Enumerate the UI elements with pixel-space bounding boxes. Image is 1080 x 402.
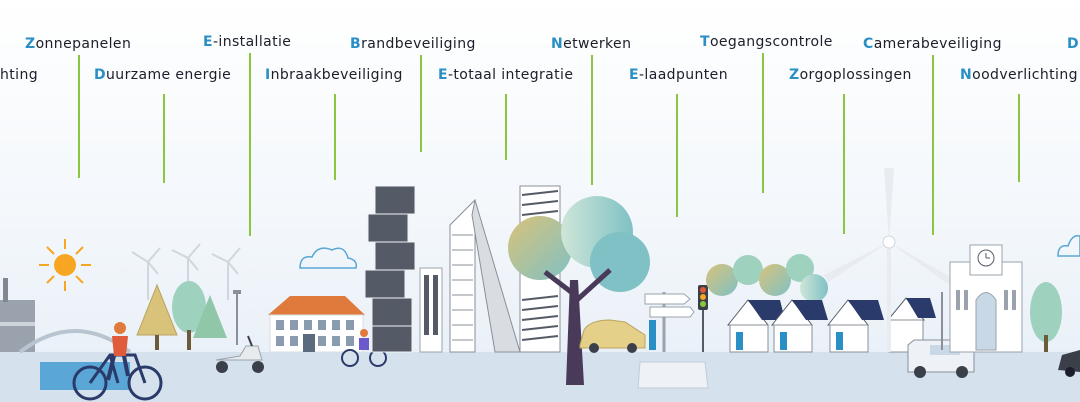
stem-inbraakbeveiliging <box>334 94 336 180</box>
bicycle-icon <box>72 322 163 401</box>
stem-e-laadpunten <box>676 94 678 217</box>
townhall-building <box>268 296 365 353</box>
label-duurzame-energie: Duurzame energie <box>94 67 232 83</box>
stem-zonnepanelen <box>78 55 80 178</box>
label-e-totaal-integratie: E-totaal integratie <box>438 67 574 83</box>
car-icon-right <box>1058 350 1080 377</box>
label-e-installatie: E-installatie <box>203 34 292 50</box>
label-brandbeveiliging: Brandbeveiliging <box>350 36 476 52</box>
road <box>0 352 1080 402</box>
label-zonnepanelen: Zonnepanelen <box>25 36 132 52</box>
small-office-building <box>419 267 443 353</box>
label-zorgoplossingen: Zorgoplossingen <box>789 67 912 83</box>
street-lamp <box>233 290 241 345</box>
wind-turbine-icon-large <box>824 168 952 352</box>
stem-duurzame-energie <box>163 94 165 183</box>
stem-camerabeveiliging <box>932 55 934 235</box>
traffic-light-icon <box>698 285 708 352</box>
crosswalk <box>637 361 709 389</box>
label-noodverlichting: Noodverlichting <box>960 67 1078 83</box>
stem-e-installatie <box>249 53 251 236</box>
skyscraper-a <box>449 198 521 353</box>
cloud-icon <box>299 247 358 269</box>
sun-icon <box>39 239 91 291</box>
label-d-partial: D <box>1067 36 1080 52</box>
cloud-icon-right <box>1057 234 1080 257</box>
label-toegangscontrole: Toegangscontrole <box>700 34 833 50</box>
clock-tower-icon <box>949 244 1023 353</box>
stem-toegangscontrole <box>762 53 764 193</box>
label-camerabeveiliging: Camerabeveiliging <box>863 36 1002 52</box>
stem-brandbeveiliging <box>420 55 422 152</box>
solar-tower <box>364 185 416 353</box>
stem-noodverlichting <box>1018 94 1020 182</box>
factory-icon <box>0 278 35 352</box>
solar-panel-icon <box>726 297 936 353</box>
wind-turbine-icon <box>131 243 241 300</box>
tree-icon-large <box>508 196 650 385</box>
car-icon <box>579 319 646 353</box>
stem-zorgoplossingen <box>843 94 845 234</box>
tree-icon-right <box>1030 282 1062 352</box>
label-verlichting-partial: hting <box>0 67 39 83</box>
signpost-icon <box>644 292 695 352</box>
label-inbraakbeveiliging: Inbraakbeveiliging <box>265 67 403 83</box>
label-netwerken: Netwerken <box>551 36 632 52</box>
stem-netwerken <box>591 55 593 185</box>
label-e-laadpunten: E-laadpunten <box>629 67 728 83</box>
tree-icon <box>136 281 227 350</box>
tree-cluster <box>706 254 828 302</box>
charging-post <box>649 320 656 350</box>
stem-e-totaal-integratie <box>505 94 507 160</box>
scooter-icon <box>215 335 264 373</box>
